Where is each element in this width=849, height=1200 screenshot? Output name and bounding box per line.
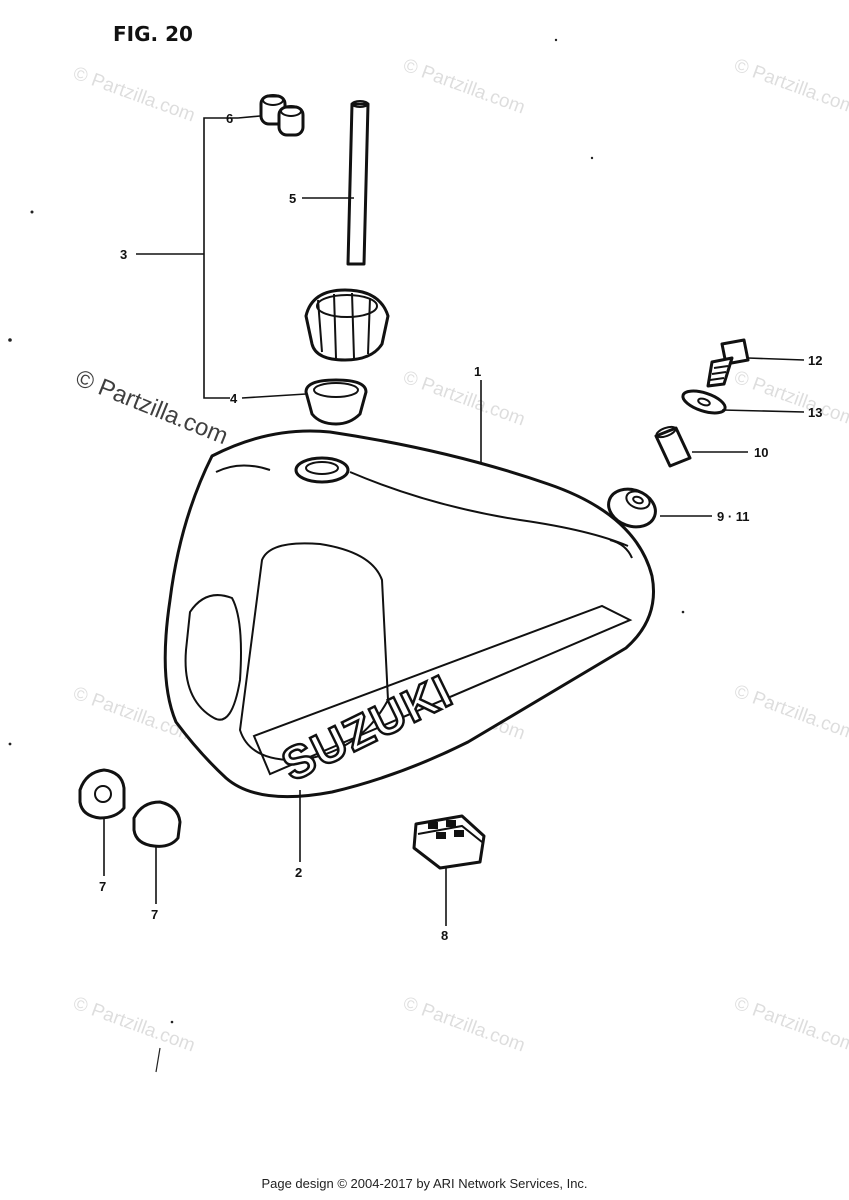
watermark: © Partzilla.com: [70, 993, 197, 1057]
callout-7-left: 7: [99, 879, 106, 894]
part-6-clamps[interactable]: [259, 94, 305, 137]
part-5-hose[interactable]: [346, 100, 370, 266]
leader-lines: [103, 115, 805, 926]
part-10-collar[interactable]: [654, 425, 692, 468]
callout-2: 2: [295, 865, 302, 880]
watermark: © Partzilla.com: [400, 55, 527, 119]
watermark: © Partzilla.com: [731, 367, 849, 431]
part-8-bracket[interactable]: [412, 814, 486, 870]
watermark: © Partzilla.com: [70, 63, 197, 127]
watermark: © Partzilla.com: [731, 993, 849, 1057]
part-9-11-cushion[interactable]: [603, 483, 660, 533]
watermark: © Partzilla.com: [400, 367, 527, 431]
fuel-cap[interactable]: [304, 288, 390, 362]
part-4-cap-gasket[interactable]: [304, 378, 368, 426]
footer-copyright: Page design © 2004-2017 by ARI Network S…: [261, 1176, 588, 1191]
callouts: 1 2 3 4 5 6 7 7 8 9 · 11 10 12 13: [99, 111, 822, 943]
callout-6: 6: [226, 111, 233, 126]
scan-specks: [8, 38, 685, 1073]
callout-1: 1: [474, 364, 481, 379]
callout-4: 4: [230, 391, 238, 406]
callout-9-11: 9 · 11: [717, 509, 750, 524]
watermark: © Partzilla.com: [400, 993, 527, 1057]
callout-8: 8: [441, 928, 448, 943]
callout-7-right: 7: [151, 907, 158, 922]
figure-title: FIG. 20: [113, 22, 193, 46]
watermark-large: © Partzilla.com: [72, 365, 232, 451]
part-13-washer[interactable]: [680, 387, 727, 418]
part-7-cushion-left[interactable]: [78, 768, 126, 820]
callout-12: 12: [808, 353, 822, 368]
watermark: © Partzilla.com: [731, 55, 849, 119]
part-12-bolt[interactable]: [706, 338, 750, 388]
watermark: © Partzilla.com: [731, 681, 849, 745]
callout-13: 13: [808, 405, 822, 420]
callout-5: 5: [289, 191, 296, 206]
callout-10: 10: [754, 445, 768, 460]
callout-3: 3: [120, 247, 127, 262]
part-7-cushion-right[interactable]: [132, 800, 182, 848]
part-1-fuel-tank[interactable]: SUZUKI: [163, 429, 656, 799]
